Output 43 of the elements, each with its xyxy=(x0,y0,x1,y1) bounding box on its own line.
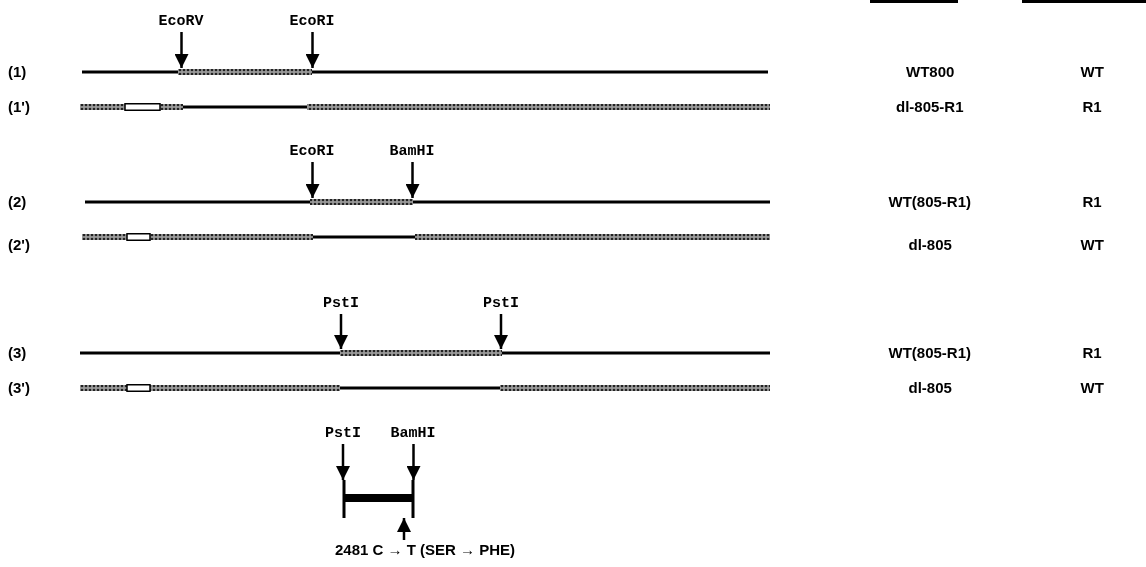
table-cell-text: dl-805 xyxy=(908,236,952,253)
arrow xyxy=(397,518,411,540)
table-cell-text: WT800 xyxy=(906,63,955,80)
table-cell-text: R1 xyxy=(1082,344,1102,361)
dna-construct-line xyxy=(85,198,770,206)
table-cell-text: WT(805-R1) xyxy=(888,193,971,210)
mutation-note: 2481 C → T (SER → PHE) xyxy=(335,541,516,558)
restriction-site-label: BamHI xyxy=(390,426,436,442)
arrow xyxy=(174,32,189,68)
dna-construct-line xyxy=(82,68,768,76)
row-number: (1') xyxy=(8,98,30,115)
restriction-site-label: PstI xyxy=(483,296,519,312)
fragment-bar xyxy=(341,480,416,518)
restriction-site-label: PstI xyxy=(325,426,361,442)
arrow xyxy=(336,444,350,480)
restriction-site-label: EcoRI xyxy=(289,144,335,160)
dna-construct-line xyxy=(80,103,770,111)
arrow xyxy=(406,444,421,480)
table-cell-text: R1 xyxy=(1082,193,1102,210)
arrow xyxy=(494,314,508,349)
row-number: (1) xyxy=(8,63,27,80)
row-number: (3) xyxy=(8,344,27,361)
restriction-site-label: EcoRI xyxy=(289,14,335,30)
restriction-site-label: EcoRV xyxy=(158,14,204,30)
dna-construct-line xyxy=(82,233,770,241)
arrow xyxy=(305,162,320,198)
row-number: (3') xyxy=(8,379,30,396)
arrow xyxy=(405,162,420,198)
arrow xyxy=(305,32,320,68)
row-number: (2) xyxy=(8,193,27,210)
table-cell-text: dl-805 xyxy=(908,379,952,396)
restriction-site-label: BamHI xyxy=(389,144,435,160)
arrow xyxy=(334,314,348,349)
table-cell-text: WT xyxy=(1080,63,1104,80)
dna-construct-line xyxy=(80,349,770,357)
row-number: (2') xyxy=(8,236,30,253)
restriction-site-label: PstI xyxy=(323,296,359,312)
table-cell-text: WT xyxy=(1080,379,1104,396)
table-cell-text: WT xyxy=(1080,236,1104,253)
dna-construct-line xyxy=(80,384,770,392)
table-cell-text: WT(805-R1) xyxy=(888,344,971,361)
table-cell-text: dl-805-R1 xyxy=(896,98,964,115)
table-cell-text: R1 xyxy=(1082,98,1102,115)
